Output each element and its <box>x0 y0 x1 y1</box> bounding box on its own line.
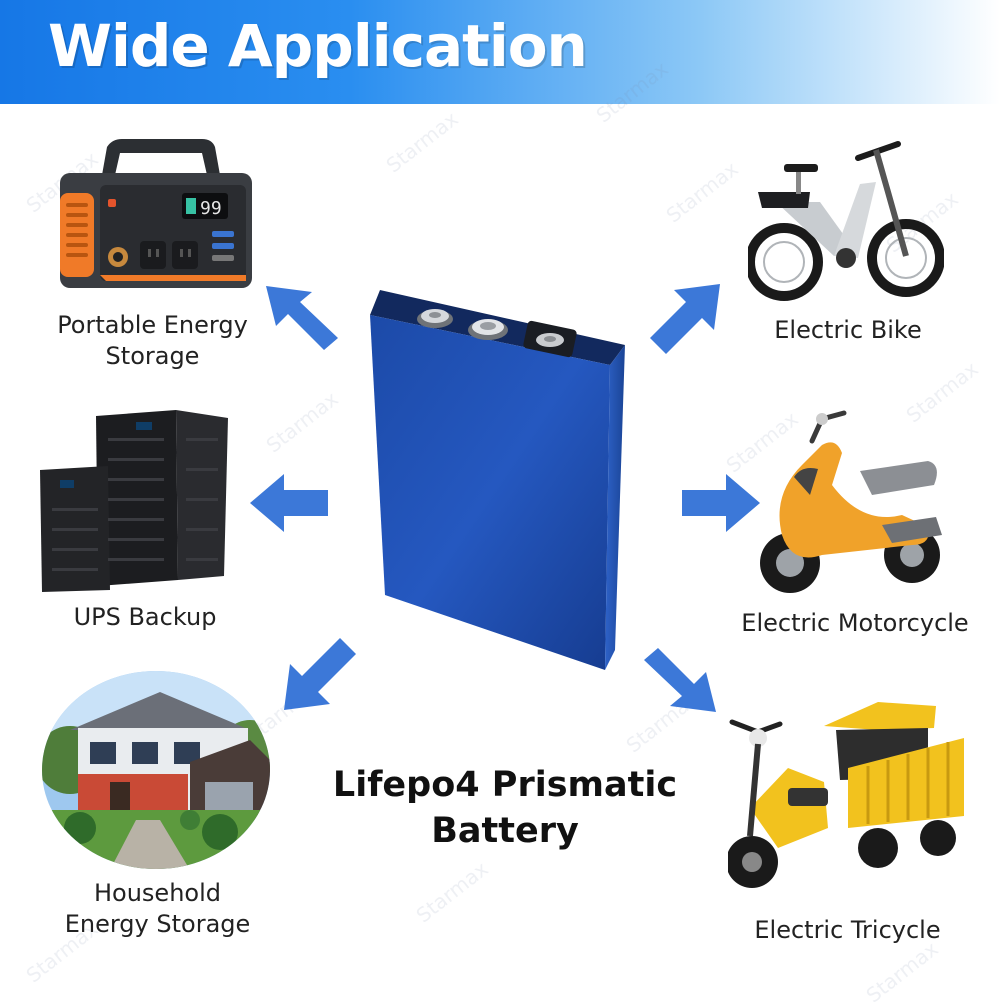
household-illustration <box>42 671 270 869</box>
watermark: Starmax <box>381 106 463 178</box>
household-energy-storage-label: Household Energy Storage <box>64 879 251 938</box>
battery-illustration <box>370 290 625 670</box>
electric-bike-label: Electric Bike <box>774 316 922 344</box>
arrow-icon <box>650 284 720 354</box>
power-station-display: 99 <box>200 198 222 219</box>
arrow-icon <box>284 638 356 710</box>
electric-motorcycle-label: Electric Motorcycle <box>741 609 969 637</box>
terminal-left <box>417 309 453 328</box>
electric-tricycle-illustration <box>728 702 964 888</box>
arrow-icon <box>644 648 716 712</box>
page-title: Wide Application <box>48 12 588 80</box>
portable-power-station-illustration: 99 <box>60 139 252 288</box>
watermark: Starmax <box>411 856 493 928</box>
electric-bike-illustration <box>748 141 944 301</box>
watermark: Starmax <box>661 156 743 228</box>
electric-motorcycle-illustration <box>760 410 942 593</box>
ups-backup-label: UPS Backup <box>73 603 217 631</box>
header-banner: Wide Application <box>0 0 1000 104</box>
watermark: Starmax <box>261 386 343 458</box>
product-title: Lifepo4 Prismatic Battery <box>332 765 678 851</box>
terminal-right <box>523 320 577 358</box>
arrow-icon <box>682 474 760 532</box>
ups-cabinet-illustration <box>40 410 228 592</box>
arrow-icon <box>266 286 338 350</box>
terminal-center <box>468 319 508 340</box>
electric-tricycle-label: Electric Tricycle <box>754 916 941 944</box>
arrow-icon <box>250 474 328 532</box>
portable-energy-storage-label: Portable Energy Storage <box>57 311 248 370</box>
watermark: Starmax <box>861 936 943 1007</box>
